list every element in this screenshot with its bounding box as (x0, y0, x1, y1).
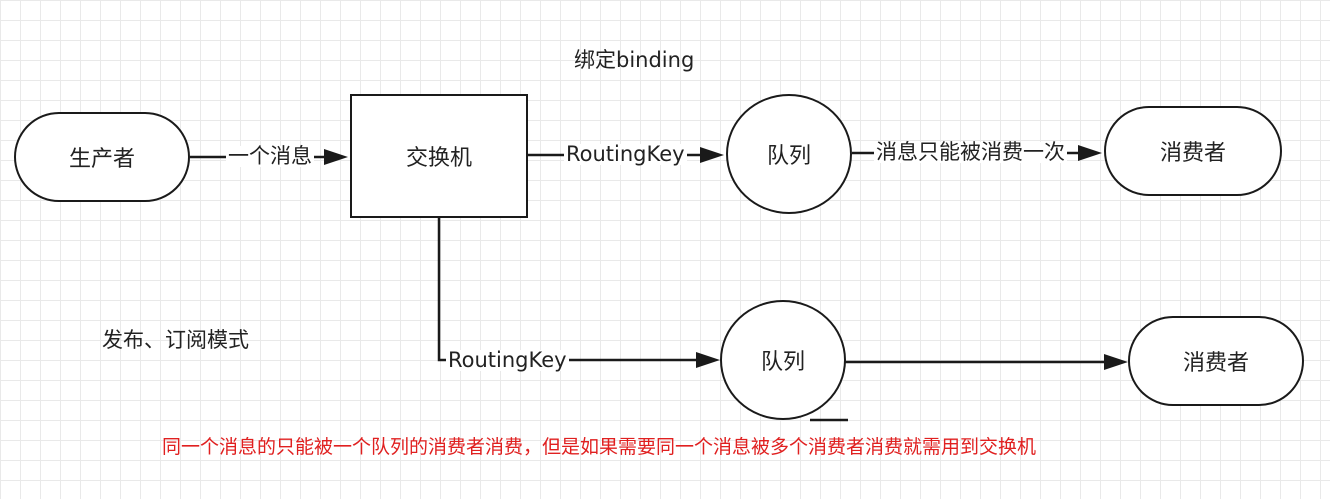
edge-label-routingkey-bottom: RoutingKey (446, 348, 569, 372)
producer-node: 生产者 (14, 112, 190, 202)
binding-annotation: 绑定binding (574, 48, 695, 72)
arrowhead-consumer-bottom (1104, 354, 1128, 370)
arrowhead-consumer-top (1078, 145, 1102, 161)
consumer-top-label: 消费者 (1159, 141, 1226, 166)
queue-top-label: 队列 (766, 144, 811, 169)
pubsub-annotation: 发布、订阅模式 (102, 328, 249, 352)
consumer-bottom-node: 消费者 (1128, 316, 1304, 406)
red-note: 同一个消息的只能被一个队列的消费者消费，但是如果需要同一个消息被多个消费者消费就… (162, 436, 1037, 458)
exchange-label: 交换机 (405, 146, 472, 171)
arrowhead-exchange (324, 149, 348, 165)
edge-label-consume-once: 消息只能被消费一次 (874, 140, 1067, 164)
exchange-node: 交换机 (350, 94, 528, 218)
queue-top-node: 队列 (726, 94, 852, 214)
arrowhead-queue-top (700, 147, 724, 163)
edge-label-routingkey-top: RoutingKey (564, 142, 687, 166)
queue-bottom-node: 队列 (720, 300, 846, 420)
consumer-bottom-label: 消费者 (1182, 351, 1249, 376)
producer-label: 生产者 (68, 147, 135, 172)
edge-exchange-queue-bottom (437, 218, 696, 362)
edge-label-one-message: 一个消息 (226, 144, 314, 168)
arrowhead-queue-bottom (696, 352, 720, 368)
consumer-top-node: 消费者 (1104, 106, 1282, 196)
queue-bottom-label: 队列 (760, 350, 805, 375)
